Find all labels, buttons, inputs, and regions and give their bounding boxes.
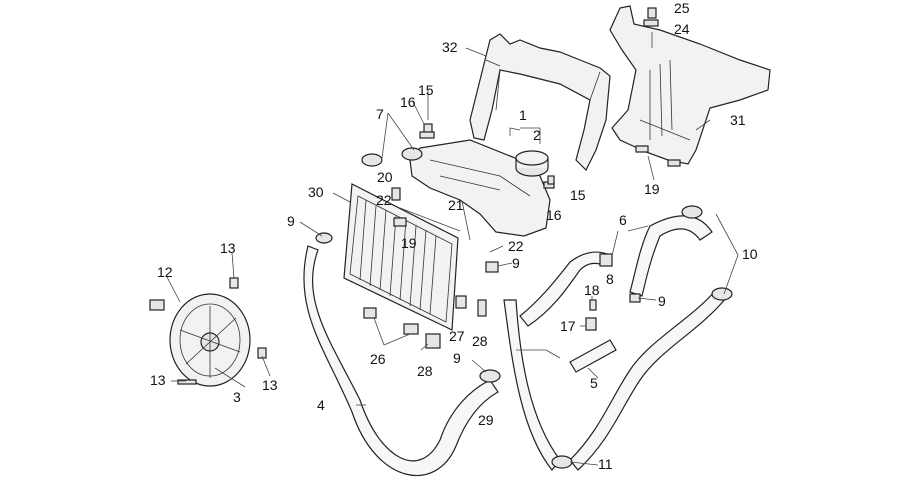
callout-5: 5 [590,375,598,391]
callout-28: 28 [417,363,433,379]
callout-22-upper: 22 [376,192,392,208]
callout-13-lower: 13 [262,377,278,393]
callout-6: 6 [619,212,627,228]
screw-part-24 [647,7,657,19]
bolt-part-17 [585,317,597,331]
cooling-fan-part-3 [169,293,251,387]
callout-17: 17 [560,318,576,334]
callout-1: 1 [519,107,527,123]
callout-19-left: 19 [401,235,417,251]
tank-cap-part-2 [515,150,549,177]
pipe-part-5 [569,339,617,373]
clip-part-19 [393,217,407,227]
callout-24: 25 [674,0,690,16]
callout-32: 32 [442,39,458,55]
rear-shroud-part-31 [609,5,771,165]
spacer-part-13a [229,277,239,289]
bolt-part-20 [391,187,401,201]
clip-part-23 [643,19,659,27]
hose-part-29 [503,299,561,471]
callout-9-mid: 9 [512,255,520,271]
clamp-part-7b [401,147,423,161]
callout-21: 21 [448,197,464,213]
callout-12: 12 [157,264,173,280]
callout-4: 4 [317,397,325,413]
callout-18: 18 [584,282,600,298]
clamp-part-11 [551,455,573,469]
callout-27: 28 [472,333,488,349]
callout-26: 27 [449,328,465,344]
callout-31: 31 [730,112,746,128]
clip-part-16 [419,131,435,139]
callout-2: 2 [533,127,541,143]
spacer-part-13b [257,347,267,359]
callout-11: 11 [598,456,613,472]
screw-part-18 [589,299,597,311]
sensor-part-27 [477,299,487,317]
callout-16-right: 16 [546,207,562,223]
callout-30: 30 [308,184,324,200]
callout-10: 10 [742,246,758,262]
screw-part-14 [177,379,197,385]
callout-19-right: 19 [644,181,660,197]
sensor-part-26 [455,295,467,309]
clamp-part-9c [479,369,501,383]
callout-25: 26 [370,351,386,367]
cap-part-28 [425,333,441,349]
callout-22-lower: 22 [508,238,524,254]
screw-part-15b [547,175,555,185]
clamp-part-7a [361,153,383,167]
clamp-part-9 [485,261,499,273]
radiator-part-30 [343,183,459,331]
connector-part-12 [149,299,165,311]
clamp-part-9d [315,232,333,244]
callout-9-left: 9 [287,213,295,229]
callout-9-low: 9 [453,350,461,366]
callout-15-left: 15 [418,82,434,98]
leader-lines [166,32,739,466]
grommet-part-25b [403,323,419,335]
front-shroud-part-32 [469,33,611,172]
callout-23: 24 [674,21,690,37]
grommet-part-25a [363,307,377,319]
callout-9-right: 9 [658,293,666,309]
hose-part-10 [569,289,727,471]
clamp-part-10b [711,287,733,301]
hose-part-4 [303,245,499,477]
hose-part-6 [629,215,713,297]
callout-20: 20 [377,169,393,185]
clip-part-19c [667,159,681,167]
callout-14: 13 [150,372,166,388]
callout-3: 3 [233,389,241,405]
callout-15-right: 15 [570,187,586,203]
plug-part-8 [599,253,613,267]
clamp-part-10a [681,205,703,219]
callout-16-left: 16 [400,94,416,110]
clip-part-19b [635,145,649,153]
callout-8: 8 [606,271,614,287]
callout-7: 7 [376,106,384,122]
callout-29: 29 [478,412,494,428]
callout-13-upper: 13 [220,240,236,256]
small-fasteners [149,7,733,469]
callout-labels: 3 13 12 13 13 4 26 28 9 30 7 16 15 1 2 3… [150,0,758,472]
